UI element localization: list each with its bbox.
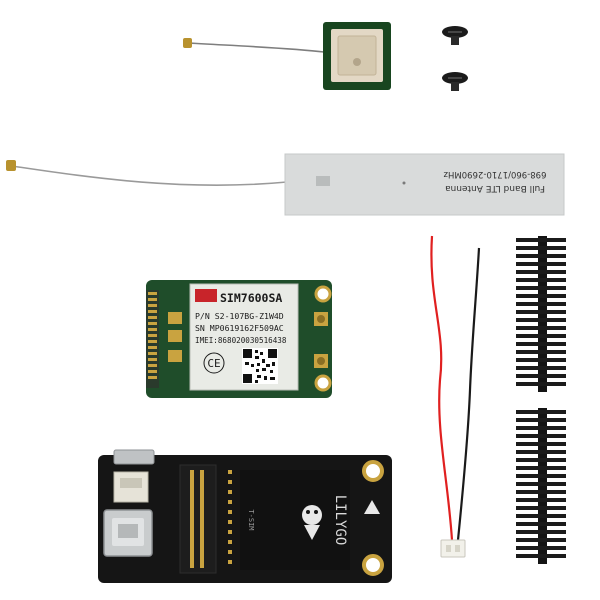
pin-header-bottom: [516, 408, 566, 564]
warning-icon: [364, 500, 380, 514]
usb-connector: [113, 449, 155, 465]
gps-antenna-connector: [183, 38, 192, 48]
board-chip-area: [240, 470, 350, 570]
pcie-socket: [179, 464, 217, 574]
module-gold-pads: [168, 312, 182, 362]
module-pn: P/N S2-107BG-Z1W4D: [195, 311, 284, 321]
module-edge-connector: [146, 290, 159, 388]
board-hole-br: [362, 554, 384, 576]
lte-antenna-name-text: Full Band LTE Antenna: [445, 183, 545, 193]
module-hole-br: [314, 374, 332, 392]
module-model: SIM7600SA: [220, 291, 282, 305]
module-imei: IMEI:868020030516438: [195, 336, 287, 345]
board-brand: LILYGO: [332, 495, 348, 546]
lte-antenna-connector: [6, 160, 16, 171]
simcom-logo: [195, 289, 217, 302]
lte-antenna-pad: [316, 176, 330, 186]
module-ufl-connectors: [314, 312, 328, 368]
module-hole-tr: [314, 285, 332, 303]
board-side-pads: [228, 470, 232, 564]
gps-antenna: [183, 22, 391, 90]
screw-top: [442, 26, 468, 45]
pin-header-top: [516, 236, 566, 392]
wire-red: [430, 235, 454, 541]
wire-black: [456, 247, 481, 541]
lte-antenna: 698-960/1710-2690MHz Full Band LTE Anten…: [6, 153, 565, 216]
gps-feed-point: [353, 58, 361, 66]
lte-antenna-cable: [11, 165, 288, 186]
board-hole-tr: [362, 460, 384, 482]
sim7600-module: SIM7600SA P/N S2-107BG-Z1W4D SN MP061916…: [146, 280, 332, 398]
module-sn: SN MP0619162F509AC: [195, 323, 284, 333]
lilygo-board: LILYGO T-SIM: [98, 449, 392, 583]
lte-antenna-band-text: 698-960/1710-2690MHz: [443, 169, 546, 179]
lilygo-mascot-icon: [302, 505, 322, 540]
jst-connector: [440, 539, 466, 558]
ce-mark: CE: [207, 357, 220, 370]
lte-antenna-flex: [284, 153, 565, 216]
module-qr-code: [242, 348, 278, 384]
gps-patch-silver: [337, 35, 377, 76]
screw-bottom: [442, 72, 468, 91]
gps-antenna-cable: [187, 42, 325, 53]
board-silk: T-SIM: [247, 509, 255, 530]
battery-cable: [430, 235, 481, 558]
lte-antenna-dot: [402, 181, 406, 185]
ce-mark-circle: [203, 352, 225, 374]
